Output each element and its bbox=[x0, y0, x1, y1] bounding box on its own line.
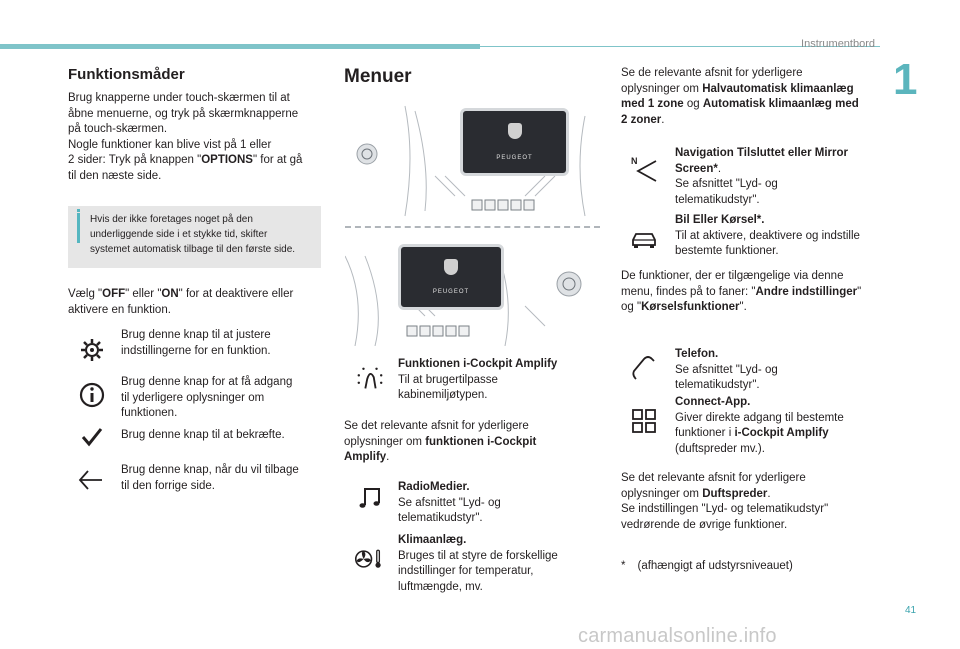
touchscreen-display-bottom: PEUGEOT bbox=[398, 244, 504, 310]
header-accent-bar bbox=[0, 44, 480, 49]
back-arrow-icon bbox=[76, 466, 104, 494]
settings-gear-icon bbox=[78, 336, 106, 364]
footnote: *(afhængigt af udstyrsniveauet) bbox=[621, 560, 793, 572]
navigation-description: Navigation Tilsluttet eller Mirror Scree… bbox=[675, 147, 848, 206]
select-instruction: Vælg "OFF" eller "ON" for at deaktivere … bbox=[68, 288, 294, 316]
phone-description: Telefon. Se afsnittet "Lyd- og telematik… bbox=[675, 348, 778, 391]
section-title: Instrumentbord bbox=[801, 38, 875, 50]
peugeot-logo bbox=[507, 123, 522, 139]
amplify-reference: Se det relevante afsnit for yderligere o… bbox=[344, 420, 537, 463]
tabs-paragraph: De funktioner, der er tilgængelige via d… bbox=[621, 270, 862, 313]
header-rule bbox=[480, 46, 880, 47]
illustration-divider bbox=[345, 226, 600, 228]
section-heading-modes: Funktionsmåder bbox=[68, 66, 185, 83]
intro-paragraph: Brug knapperne under touch-skærmen til a… bbox=[68, 92, 303, 182]
navigation-north-icon: N bbox=[630, 155, 658, 183]
car-description: Bil Eller Kørsel*. Til at aktivere, deak… bbox=[675, 214, 860, 257]
info-note-icon bbox=[77, 209, 80, 212]
climate-reference: Se de relevante afsnit for yderligere op… bbox=[621, 67, 859, 126]
screen-brand-text: PEUGEOT bbox=[432, 289, 470, 295]
scent-reference: Se det relevante afsnit for yderligere o… bbox=[621, 472, 829, 531]
connect-app-description: Connect-App. Giver direkte adgang til be… bbox=[675, 396, 844, 455]
climate-fan-icon bbox=[354, 545, 386, 573]
music-note-icon bbox=[356, 484, 384, 512]
peugeot-logo bbox=[444, 259, 458, 275]
watermark: carmanualsonline.info bbox=[578, 625, 777, 647]
screen-brand-text: PEUGEOT bbox=[496, 155, 533, 161]
climate-description: Klimaanlæg. Bruges til at styre de forsk… bbox=[398, 534, 558, 593]
confirm-description: Brug denne knap til at bekræfte. bbox=[121, 429, 285, 441]
note-text: Hvis der ikke foretages noget på den und… bbox=[90, 214, 296, 255]
radio-description: RadioMedier. Se afsnittet "Lyd- og telem… bbox=[398, 481, 501, 524]
page-number: 41 bbox=[905, 605, 917, 616]
note-box bbox=[68, 206, 321, 268]
info-note-bar bbox=[77, 213, 80, 243]
connect-app-grid-icon bbox=[630, 407, 658, 435]
checkmark-icon bbox=[78, 423, 106, 451]
i-cockpit-amplify-icon bbox=[356, 366, 386, 396]
chapter-number: 1 bbox=[893, 55, 918, 104]
touchscreen-display-top: PEUGEOT bbox=[460, 108, 569, 176]
info-icon bbox=[78, 381, 106, 409]
svg-text:N: N bbox=[631, 156, 638, 166]
car-icon bbox=[630, 226, 658, 254]
amplify-description: Funktionen i-Cockpit Amplify Til at brug… bbox=[398, 358, 558, 401]
section-heading-menus: Menuer bbox=[344, 66, 412, 87]
phone-icon bbox=[630, 355, 658, 383]
